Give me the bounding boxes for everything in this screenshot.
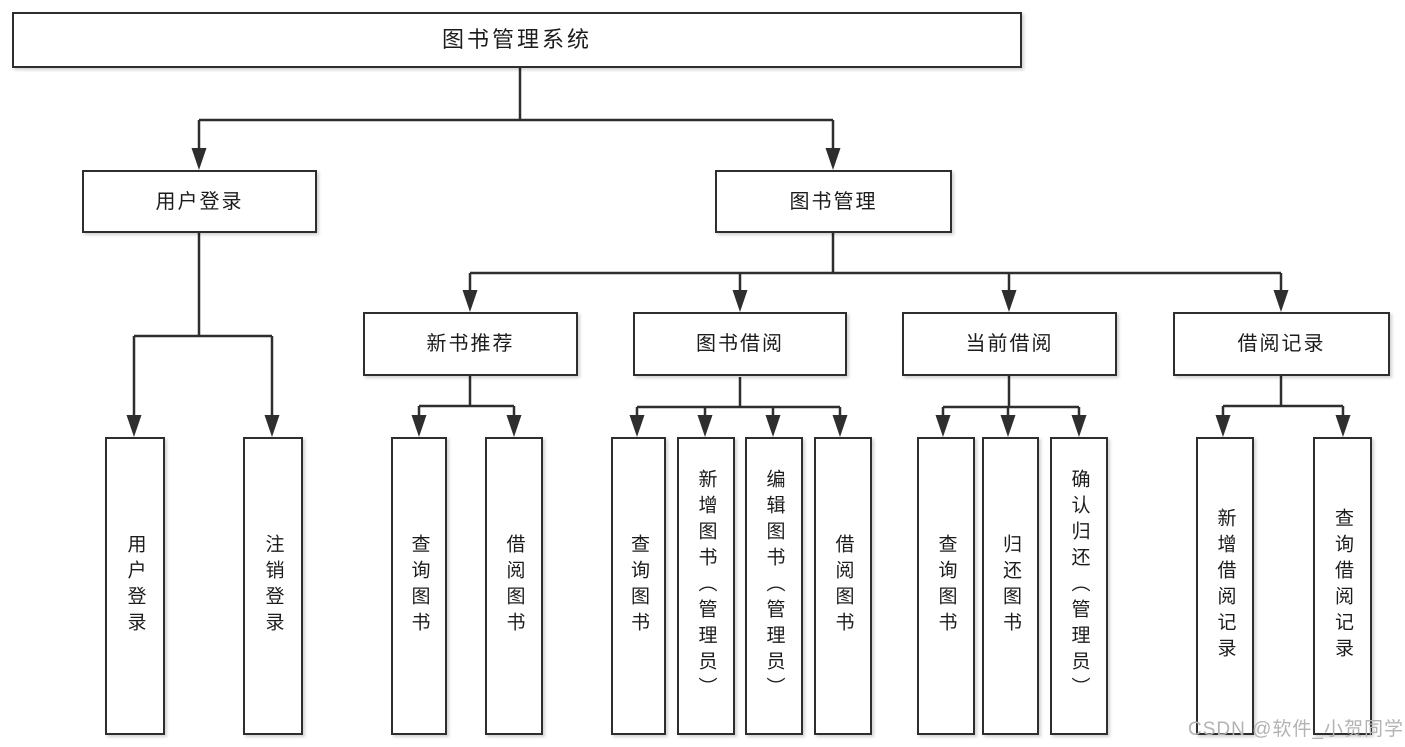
leaf-edit-books-admin: 编辑图书（管理员）: [745, 437, 803, 735]
leaf-borrow-books-recommend: 借阅图书: [485, 437, 543, 735]
node-user-login: 用户登录: [82, 170, 317, 233]
leaf-borrow-books-borrowing: 借阅图书: [814, 437, 872, 735]
csdn-watermark: CSDN @软件_小贺同学: [1188, 719, 1404, 740]
leaf-user-login: 用户登录: [105, 437, 165, 735]
node-new-book-recommendation: 新书推荐: [363, 312, 578, 376]
leaf-query-borrow-record: 查询借阅记录: [1313, 437, 1372, 735]
leaf-query-books-borrowing: 查询图书: [611, 437, 666, 735]
node-current-borrowing: 当前借阅: [902, 312, 1117, 376]
node-book-management: 图书管理: [715, 170, 952, 233]
leaf-query-books-current: 查询图书: [917, 437, 975, 735]
leaf-add-borrow-record: 新增借阅记录: [1196, 437, 1254, 735]
node-borrowing-records: 借阅记录: [1173, 312, 1390, 376]
node-library-management-system: 图书管理系统: [12, 12, 1022, 68]
arrowheads: [126, 148, 1351, 437]
leaf-query-books-recommend: 查询图书: [391, 437, 447, 735]
leaf-logout: 注销登录: [243, 437, 303, 735]
leaf-return-books: 归还图书: [982, 437, 1039, 735]
node-book-borrowing: 图书借阅: [633, 312, 847, 376]
leaf-add-books-admin: 新增图书（管理员）: [677, 437, 735, 735]
leaf-confirm-return-admin: 确认归还（管理员）: [1050, 437, 1108, 735]
